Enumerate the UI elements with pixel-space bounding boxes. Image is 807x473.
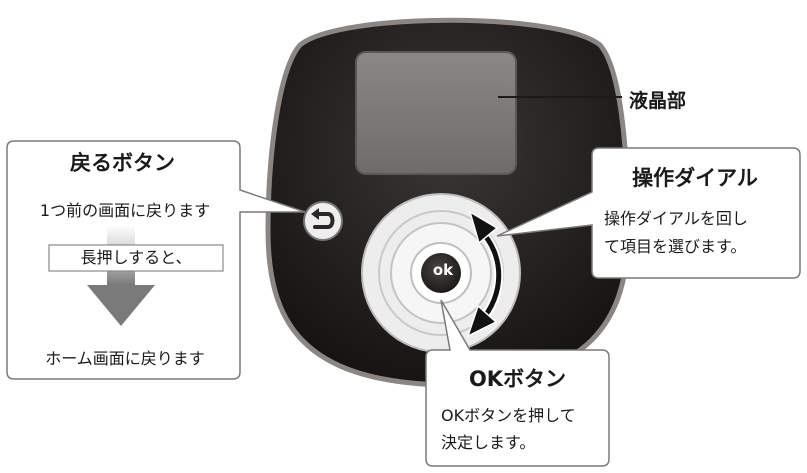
dial-desc-line-2: て項目を選びます。 bbox=[604, 237, 747, 256]
dial-callout-box bbox=[496, 147, 801, 279]
long-press-label: 長押しすると、 bbox=[80, 248, 192, 267]
dial-desc-line-1: 操作ダイアルを回し bbox=[604, 209, 748, 228]
long-press-box bbox=[48, 244, 224, 272]
lcd-screen bbox=[355, 51, 517, 175]
back-button-desc-2: ホーム画面に戻ります bbox=[45, 349, 205, 368]
ok-desc-line-1: OKボタンを押して bbox=[441, 406, 576, 425]
ok-callout-box bbox=[425, 299, 610, 467]
lcd-label: 液晶部 bbox=[629, 90, 687, 112]
return-arrow-icon bbox=[311, 208, 335, 229]
curved-double-arrow-icon bbox=[466, 210, 504, 338]
ok-button-desc: OKボタンを押して 決定します。 bbox=[441, 402, 611, 456]
ok-desc-line-2: 決定します。 bbox=[441, 433, 536, 452]
ok-button-title: OKボタン bbox=[468, 367, 567, 391]
back-button-desc-1: 1つ前の画面に戻ります bbox=[39, 201, 211, 220]
ok-key-label: ok bbox=[432, 261, 454, 279]
back-button[interactable] bbox=[303, 201, 343, 241]
dial-desc: 操作ダイアルを回し て項目を選びます。 bbox=[604, 205, 794, 261]
dial-title: 操作ダイアル bbox=[632, 166, 758, 190]
back-button-title: 戻るボタン bbox=[70, 151, 175, 175]
